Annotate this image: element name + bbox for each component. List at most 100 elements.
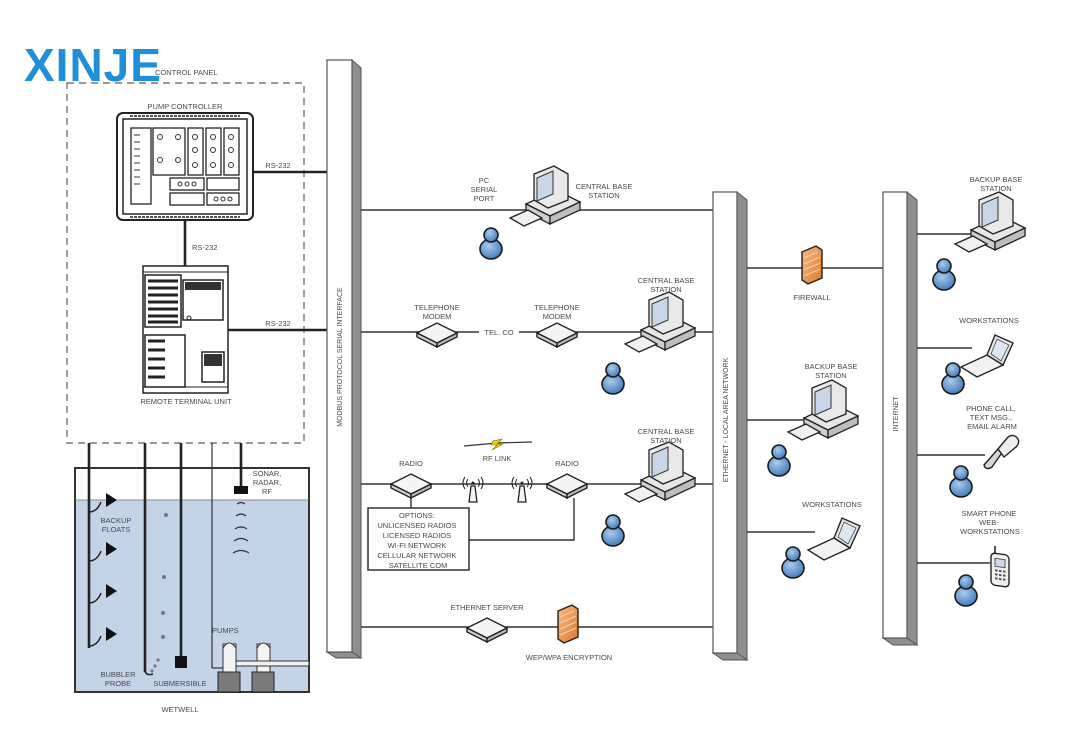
cbs2-line2: STATION xyxy=(650,285,681,294)
pump-controller-device xyxy=(116,112,254,221)
radio-1-icon xyxy=(390,473,432,499)
option-item: CELLULAR NETWORK xyxy=(377,551,456,560)
ethernet-server-link: ETHERNET SERVER WEP/WPA ENCRYPTION xyxy=(361,603,713,662)
option-item: WI-FI NETWORK xyxy=(388,541,447,550)
firewall-icon xyxy=(801,245,823,285)
internet-bus: INTERNET xyxy=(881,190,919,646)
operator-3-icon xyxy=(601,514,625,547)
lan-operator-1-icon xyxy=(767,444,791,477)
ibb-line2: STATION xyxy=(980,184,1011,193)
rs232-label-rtu: RS-232 xyxy=(265,319,290,328)
tm2-line1: TELEPHONE xyxy=(534,303,579,312)
pc-serial-line1: PC xyxy=(479,176,490,185)
phone-alarm-line: PHONE CALL, xyxy=(966,404,1016,413)
smart-phone-icon xyxy=(990,545,1010,589)
backup-floats-line1: BACKUP xyxy=(101,516,132,525)
ethernet-bus-label: ETHERNET - LOCAL AREA NETWORK xyxy=(723,357,730,482)
lbb-line1: BACKUP BASE xyxy=(805,362,858,371)
internet-operator-2-icon xyxy=(941,362,965,395)
rf-link-label: RF LINK xyxy=(483,454,512,463)
cbs1-line1: CENTRAL BASE xyxy=(576,182,633,191)
tm1-line2: MODEM xyxy=(423,312,452,321)
modbus-bus: MODBUS PROTOCOL SERIAL INTERFACE xyxy=(325,58,363,659)
bubbler-line1: BUBBLER xyxy=(100,670,136,679)
options-box xyxy=(367,507,470,571)
operator-1-icon xyxy=(479,227,503,260)
antenna-1-icon xyxy=(462,476,484,503)
options-list: OPTIONS: UNLICENSED RADIOS LICENSED RADI… xyxy=(377,511,458,570)
cbs3-line2: STATION xyxy=(650,436,681,445)
sonar-line1: SONAR, xyxy=(253,469,282,478)
sonar-waves xyxy=(232,501,250,554)
encryption-firewall-icon xyxy=(557,604,579,644)
control-panel-border xyxy=(66,82,305,444)
rtu-device xyxy=(142,265,229,394)
telephone-modem-1-icon xyxy=(416,322,458,348)
internet-operator-3-icon xyxy=(949,465,973,498)
sonar-label: SONAR,RADAR,RF xyxy=(253,469,282,496)
bubbler-line2: PROBE xyxy=(105,679,131,688)
radio-2-label: RADIO xyxy=(555,459,579,468)
phone-alarm-label: PHONE CALL, TEXT MSG., EMAIL ALARM xyxy=(966,404,1018,431)
lan-operator-2-icon xyxy=(781,546,805,579)
options-title: OPTIONS: xyxy=(399,511,435,520)
sonar-line3: RF xyxy=(262,487,272,496)
pump-icons xyxy=(217,642,310,693)
rs232-label-controller: RS-232 xyxy=(265,161,290,170)
operator-2-icon xyxy=(601,362,625,395)
lan-laptop-icon xyxy=(807,517,861,561)
lbb-line2: STATION xyxy=(815,371,846,380)
cbs1-line2: STATION xyxy=(588,191,619,200)
pc-serial-line3: PORT xyxy=(474,194,495,203)
phone-alarm-line: EMAIL ALARM xyxy=(967,422,1017,431)
cbs2-line1: CENTRAL BASE xyxy=(638,276,695,285)
internet-backup-base-computer-icon xyxy=(954,191,1026,253)
bubbles xyxy=(150,513,168,673)
ethernet-server-label: ETHERNET SERVER xyxy=(450,603,524,612)
option-item: UNLICENSED RADIOS xyxy=(377,521,456,530)
control-panel: CONTROL PANEL PUMP CONTROLLER xyxy=(66,68,327,444)
smart-phone-label: SMART PHONE WEB- WORKSTATIONS xyxy=(960,509,1020,536)
central-base-station-1-computer-icon xyxy=(509,165,581,227)
pumps-label: PUMPS xyxy=(212,626,239,635)
modbus-bus-label: MODBUS PROTOCOL SERIAL INTERFACE xyxy=(337,287,344,427)
lan-workstations-label: WORKSTATIONS xyxy=(802,500,862,509)
tel-co-label: TEL. CO xyxy=(484,328,513,337)
radio-link: RADIO RF LINK RADIO OPTIONS: UNLICENSED … xyxy=(361,427,713,571)
radio-1-label: RADIO xyxy=(399,459,423,468)
sonar-line2: RADAR, xyxy=(253,478,281,487)
control-panel-title: CONTROL PANEL xyxy=(155,68,218,77)
internet-operator-4-icon xyxy=(954,574,978,607)
central-base-station-3-computer-icon xyxy=(624,441,696,503)
smart-phone-line: WEB- xyxy=(979,518,999,527)
radio-2-icon xyxy=(546,473,588,499)
sonar-sensor xyxy=(234,486,248,494)
cbs3-line1: CENTRAL BASE xyxy=(638,427,695,436)
internet-operator-1-icon xyxy=(932,258,956,291)
tm1-line1: TELEPHONE xyxy=(414,303,459,312)
rs232-label-internal: RS-232 xyxy=(192,243,217,252)
ethernet-server-icon xyxy=(466,617,508,643)
option-item: SATELLITE COM xyxy=(389,561,448,570)
tm2-line2: MODEM xyxy=(543,312,572,321)
central-base-station-2-computer-icon xyxy=(624,291,696,353)
antenna-2-icon xyxy=(511,476,533,503)
pump-controller-label: PUMP CONTROLLER xyxy=(148,102,223,111)
float-icons xyxy=(88,493,117,647)
submersible-sensor xyxy=(175,656,187,668)
smart-phone-line: WORKSTATIONS xyxy=(960,527,1020,536)
lan-backup-base-computer-icon xyxy=(787,379,859,441)
